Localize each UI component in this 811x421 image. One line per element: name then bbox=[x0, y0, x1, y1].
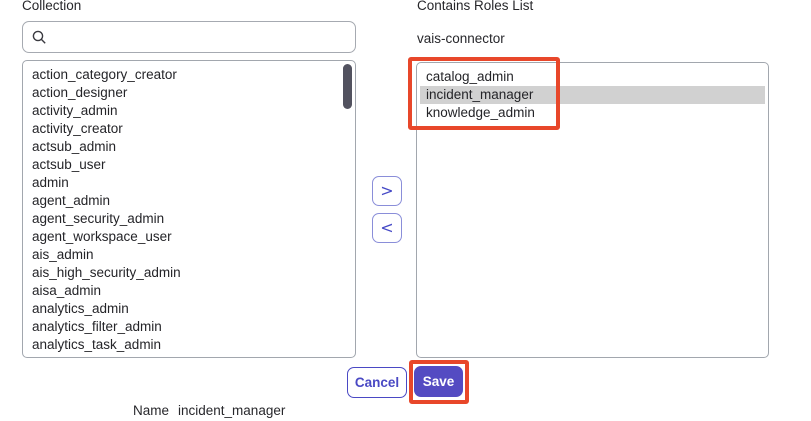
list-item[interactable]: analytics_task_admin bbox=[32, 337, 162, 352]
list-item[interactable]: analytics_admin bbox=[32, 301, 129, 316]
list-item[interactable]: activity_admin bbox=[32, 103, 118, 118]
remove-role-button[interactable]: < bbox=[372, 213, 402, 243]
add-role-button[interactable]: > bbox=[372, 176, 402, 206]
collection-search-input[interactable] bbox=[53, 22, 355, 52]
cancel-button[interactable]: Cancel bbox=[347, 367, 407, 398]
list-item[interactable]: agent_workspace_user bbox=[32, 229, 172, 244]
list-item[interactable]: actsub_user bbox=[32, 157, 106, 172]
list-item[interactable]: catalog_admin bbox=[426, 69, 514, 84]
list-item[interactable]: agent_security_admin bbox=[32, 211, 165, 226]
collection-list-scrollbar[interactable] bbox=[343, 64, 352, 109]
list-item-selected[interactable]: incident_manager bbox=[420, 86, 765, 104]
chevron-right-icon: > bbox=[380, 181, 394, 200]
list-item[interactable]: analytics_viewer bbox=[23, 354, 355, 357]
contains-roles-list[interactable]: catalog_admin incident_manager knowledge… bbox=[416, 62, 769, 358]
list-item[interactable]: ais_high_security_admin bbox=[32, 265, 181, 280]
list-item[interactable]: knowledge_admin bbox=[426, 105, 535, 120]
name-label: Name bbox=[133, 403, 170, 418]
name-row: Name incident_manager bbox=[133, 403, 285, 418]
list-item[interactable]: aisa_admin bbox=[32, 283, 102, 298]
list-item[interactable]: action_designer bbox=[32, 85, 128, 100]
list-item[interactable]: admin bbox=[32, 175, 69, 190]
list-item[interactable]: actsub_admin bbox=[32, 139, 117, 154]
collection-label: Collection bbox=[22, 0, 82, 13]
collection-search-box[interactable] bbox=[22, 21, 356, 53]
group-name-label: vais-connector bbox=[417, 31, 505, 46]
name-value: incident_manager bbox=[178, 403, 286, 418]
list-item[interactable]: analytics_filter_admin bbox=[32, 319, 162, 334]
list-item[interactable]: ais_admin bbox=[32, 247, 94, 262]
list-item[interactable]: agent_admin bbox=[32, 193, 111, 208]
list-item[interactable]: activity_creator bbox=[32, 121, 123, 136]
contains-roles-label: Contains Roles List bbox=[417, 0, 534, 13]
collection-list[interactable]: action_category_creator action_designer … bbox=[22, 60, 356, 358]
chevron-left-icon: < bbox=[380, 218, 394, 237]
save-button[interactable]: Save bbox=[414, 366, 463, 397]
list-item[interactable]: action_category_creator bbox=[32, 67, 177, 82]
search-icon bbox=[32, 30, 46, 44]
